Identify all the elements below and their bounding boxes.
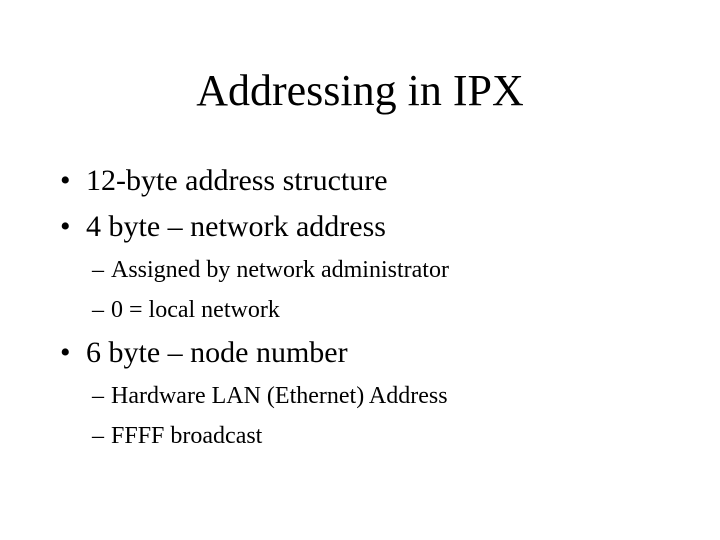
slide-body-placeholder: • 12-byte address structure • 4 byte – n… [56,158,676,456]
slide-title: Addressing in IPX [196,66,524,115]
bullet-item-level2: – FFFF broadcast [56,416,676,456]
bullet-item-level1: • 6 byte – node number [56,330,676,376]
bullet-item-level2: – 0 = local network [56,290,676,330]
sub-outline-list: – Hardware LAN (Ethernet) Address – FFFF… [56,376,676,456]
bullet-text: 0 = local network [111,297,280,323]
bullet-dash-icon: – [92,257,104,283]
bullet-text: 6 byte – node number [86,336,348,369]
bullet-text: 12-byte address structure [86,164,388,197]
bullet-item-level2: – Assigned by network administrator [56,250,676,290]
bullet-text: FFFF broadcast [111,423,263,449]
bullet-dot-icon: • [60,164,71,197]
bullet-dash-icon: – [92,423,104,449]
bullet-dash-icon: – [92,297,104,323]
bullet-dot-icon: • [60,336,71,369]
outline-list: • 12-byte address structure • 4 byte – n… [56,158,676,456]
bullet-text: Assigned by network administrator [111,257,449,283]
bullet-item-level2: – Hardware LAN (Ethernet) Address [56,376,676,416]
bullet-text: 4 byte – network address [86,210,386,243]
bullet-dash-icon: – [92,383,104,409]
bullet-item-level1: • 12-byte address structure [56,158,676,204]
bullet-text: Hardware LAN (Ethernet) Address [111,383,448,409]
bullet-dot-icon: • [60,210,71,243]
sub-outline-list: – Assigned by network administrator – 0 … [56,250,676,330]
bullet-item-level1: • 4 byte – network address [56,204,676,250]
